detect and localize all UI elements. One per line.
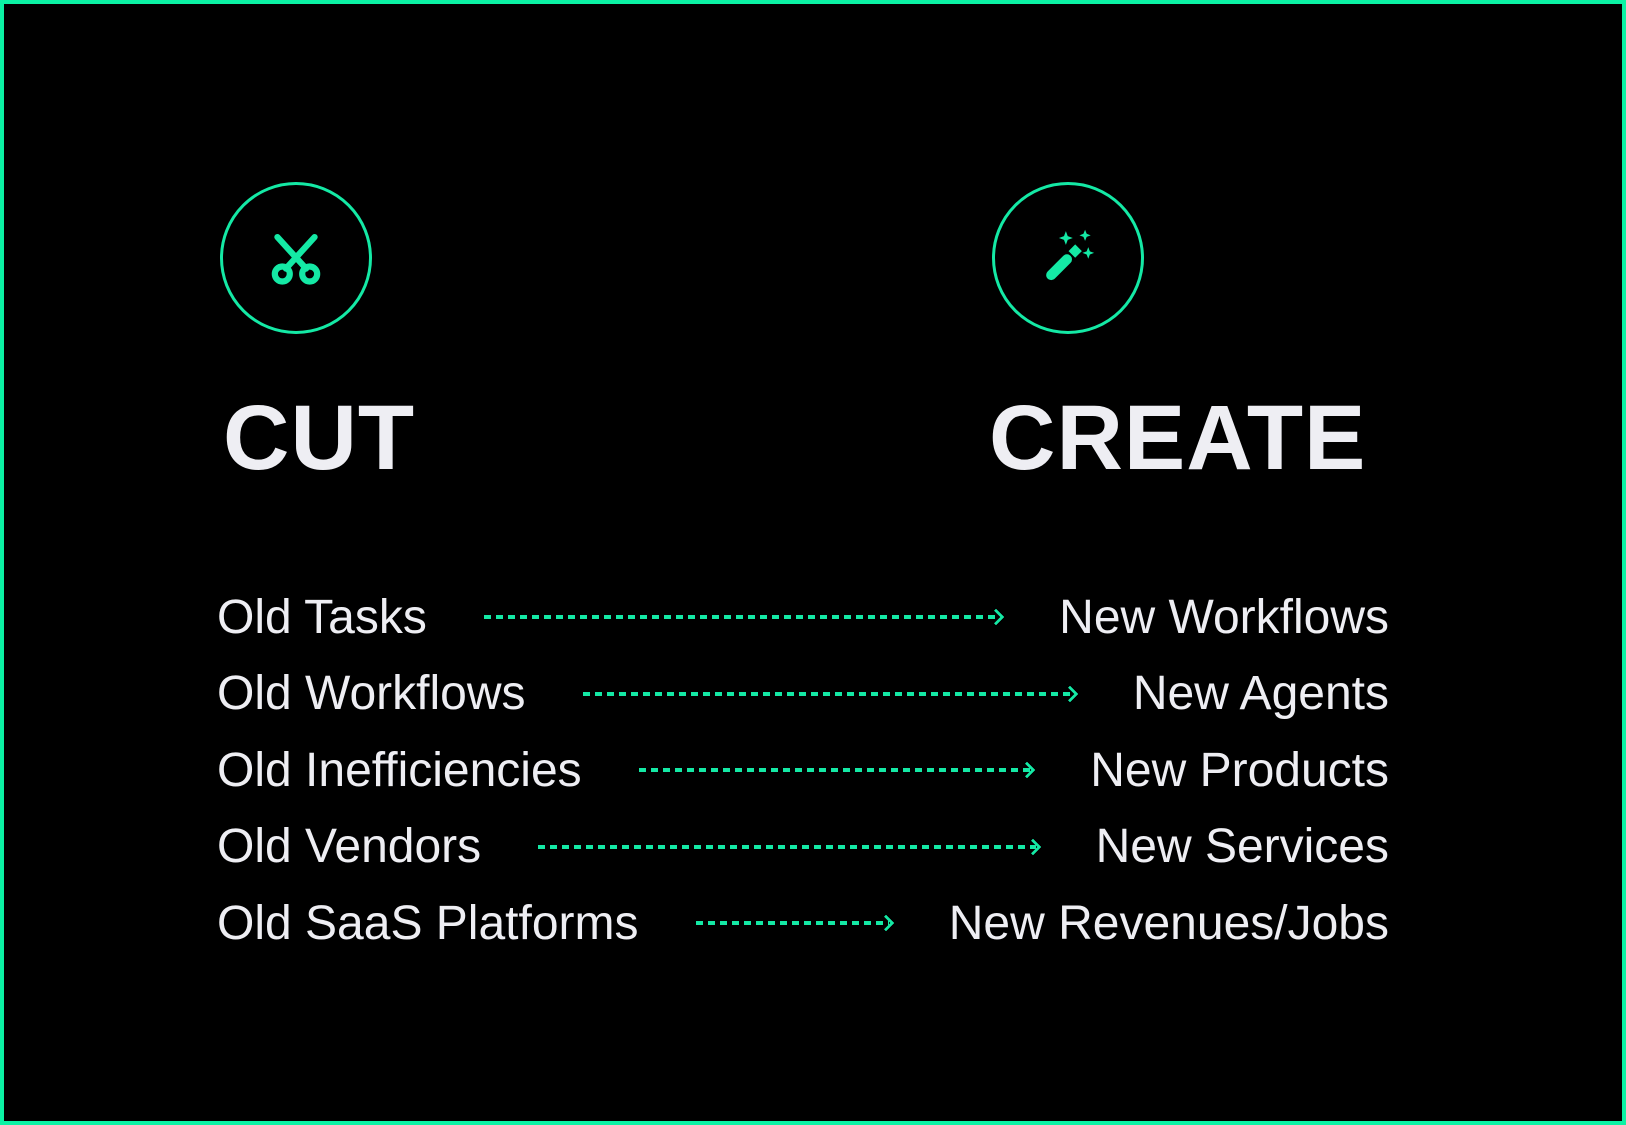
- cut-heading: CUT: [223, 387, 416, 489]
- arrow-line: [638, 768, 1031, 773]
- scissors-icon: [271, 233, 321, 285]
- arrow-line: [538, 844, 1036, 849]
- cut-icon-circle: [220, 182, 372, 334]
- cut-item-label: Old Workflows: [217, 667, 526, 721]
- arrow-head-icon: [1024, 838, 1042, 856]
- dotted-arrow: [695, 914, 895, 932]
- create-heading: CREATE: [989, 387, 1367, 489]
- dotted-arrow: [538, 838, 1042, 856]
- create-item-label: New Workflows: [1059, 590, 1389, 644]
- cut-item-label: Old SaaS Platforms: [217, 896, 639, 950]
- create-item-label: New Agents: [1132, 667, 1389, 721]
- create-item-label: New Revenues/Jobs: [948, 896, 1389, 950]
- arrow-head-icon: [877, 914, 895, 932]
- arrow-line: [483, 615, 1000, 620]
- magic-wand-icon: [1046, 229, 1095, 281]
- dotted-arrow: [483, 608, 1005, 626]
- cut-item-label: Old Vendors: [217, 820, 482, 874]
- cut-item-label: Old Tasks: [217, 590, 427, 644]
- table-row: Old Workflows New Agents: [217, 656, 1389, 733]
- create-icon-circle: [992, 182, 1144, 334]
- dotted-arrow: [582, 685, 1079, 703]
- arrow-head-icon: [1061, 685, 1079, 703]
- dotted-arrow: [638, 761, 1036, 779]
- table-row: Old Tasks New Workflows: [217, 579, 1389, 656]
- arrow-line: [695, 921, 889, 926]
- arrow-head-icon: [1018, 761, 1036, 779]
- table-row: Old Inefficiencies New Products: [217, 732, 1389, 809]
- table-row: Old Vendors New Services: [217, 809, 1389, 886]
- mapping-rows: Old Tasks New Workflows Old Workflows Ne…: [217, 579, 1389, 962]
- create-item-label: New Products: [1090, 743, 1389, 797]
- cut-item-label: Old Inefficiencies: [217, 743, 582, 797]
- table-row: Old SaaS Platforms New Revenues/Jobs: [217, 885, 1389, 962]
- arrow-head-icon: [987, 608, 1005, 626]
- create-item-label: New Services: [1095, 820, 1389, 874]
- arrow-line: [582, 691, 1073, 696]
